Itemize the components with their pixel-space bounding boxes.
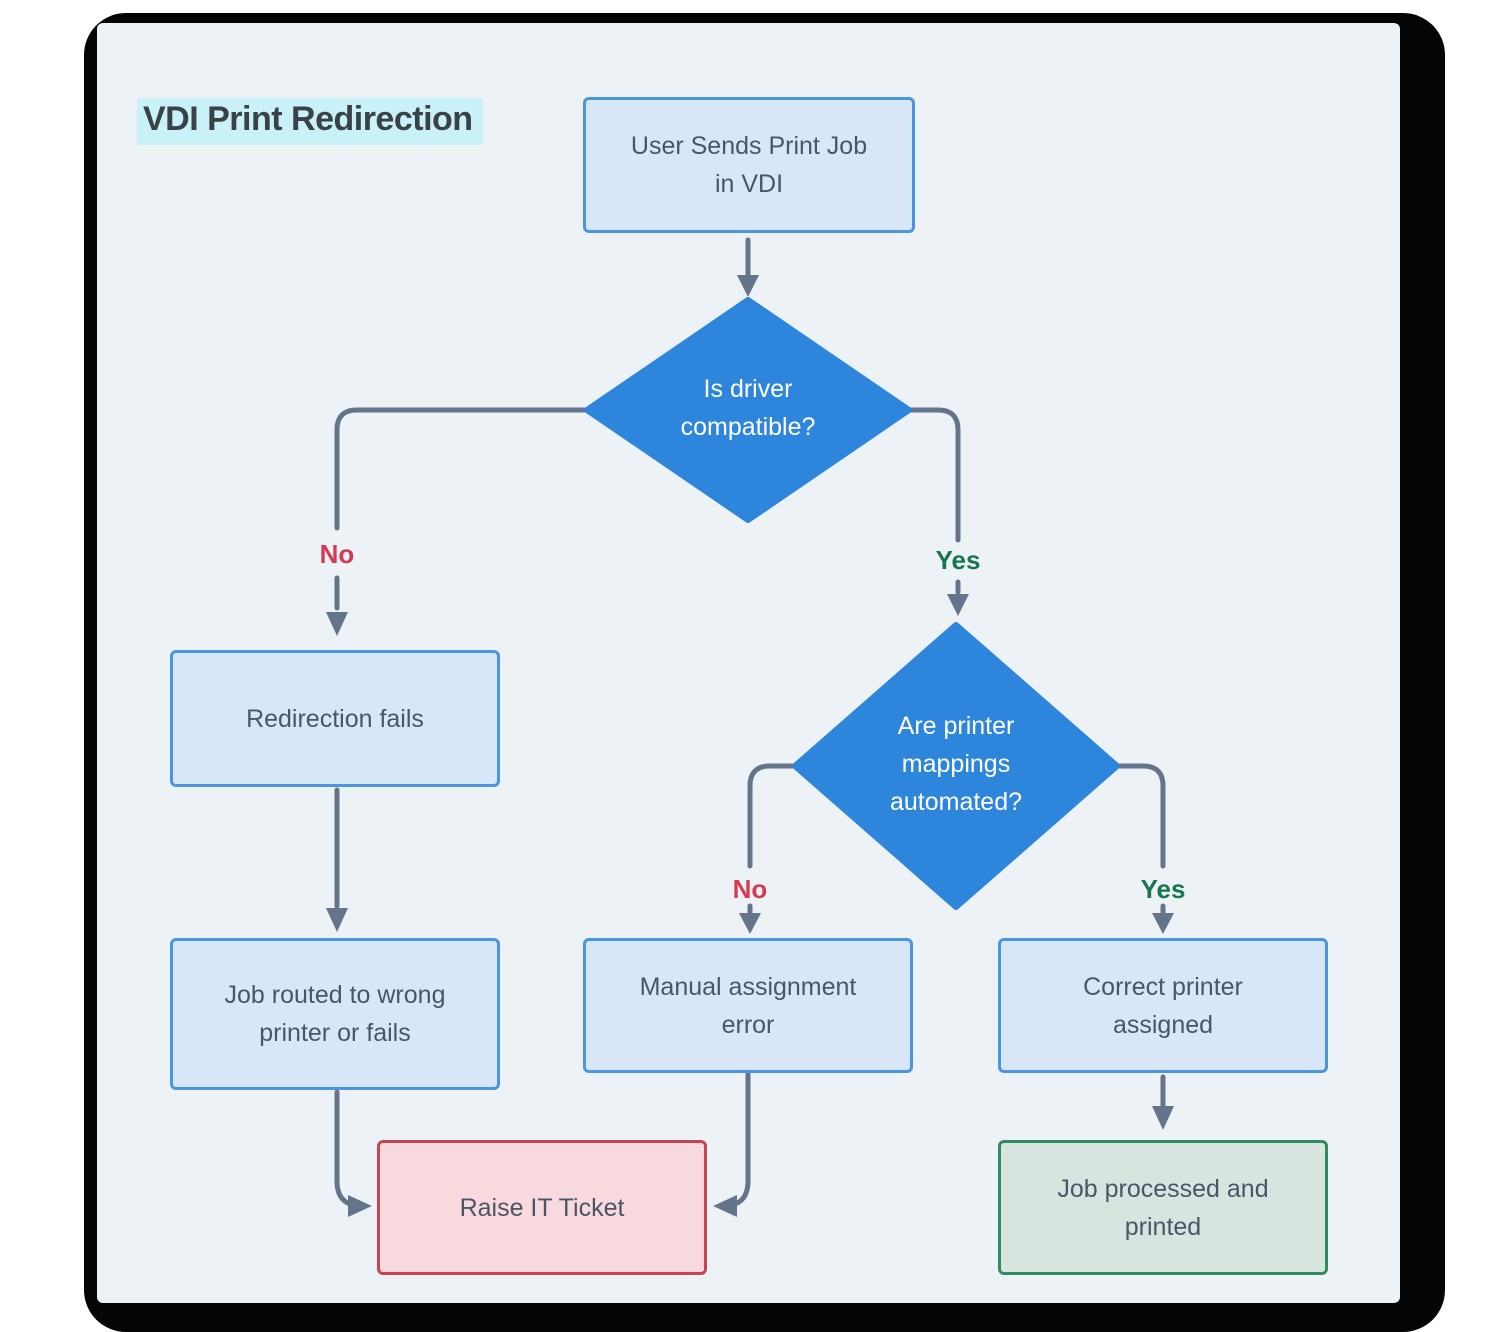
decision-mappings-label: Are printer mappings automated? [889, 712, 1023, 816]
page-title: VDI Print Redirection [137, 98, 483, 145]
node-manual-assignment-error: Manual assignment error [583, 938, 913, 1073]
edge-label-driver-yes: Yes [935, 545, 981, 575]
edge-label-driver-no: No [319, 539, 355, 569]
node-job-processed-printed: Job processed and printed [998, 1140, 1328, 1275]
decision-driver-label: Is driver compatible? [680, 375, 816, 441]
edge-label-mappings-yes: Yes [1140, 874, 1186, 904]
node-job-wrong-printer: Job routed to wrong printer or fails [170, 938, 500, 1090]
node-redirection-fails: Redirection fails [170, 650, 500, 787]
node-raise-it-ticket: Raise IT Ticket [377, 1140, 707, 1275]
node-correct-printer-assigned: Correct printer assigned [998, 938, 1328, 1073]
edge-label-mappings-no: No [732, 874, 768, 904]
node-start: User Sends Print Job in VDI [583, 97, 915, 233]
